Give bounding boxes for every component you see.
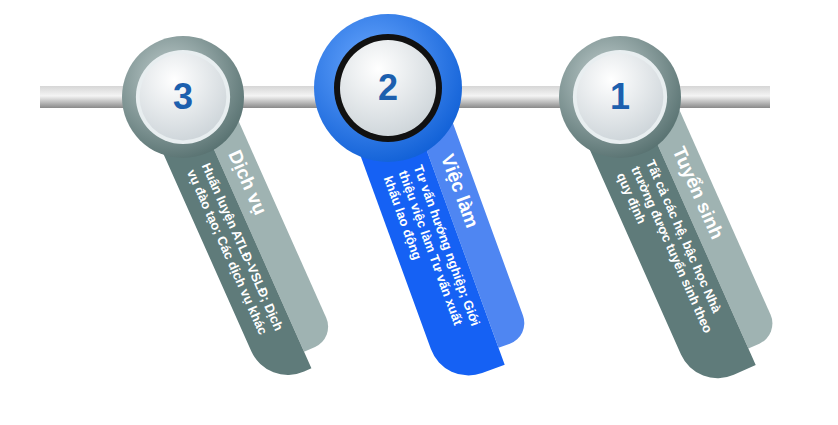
callout-number: 1 [558,76,682,118]
outer-ring [122,36,244,158]
callout-number: 3 [121,76,245,118]
hanging-tab: Dịch vụHuấn luyện ATLĐ-VSLĐ; Dịch vụ đào… [121,35,245,159]
hanging-tab: Việc làmTư vấn hướng nghiệp; Giới thiệu … [313,13,463,163]
outer-ring [314,14,462,162]
hanging-tab: Tuyển sinhTất cả các hệ, bậc học Nhà trư… [558,35,682,159]
outer-ring [559,36,681,158]
callout-number: 2 [313,67,463,109]
